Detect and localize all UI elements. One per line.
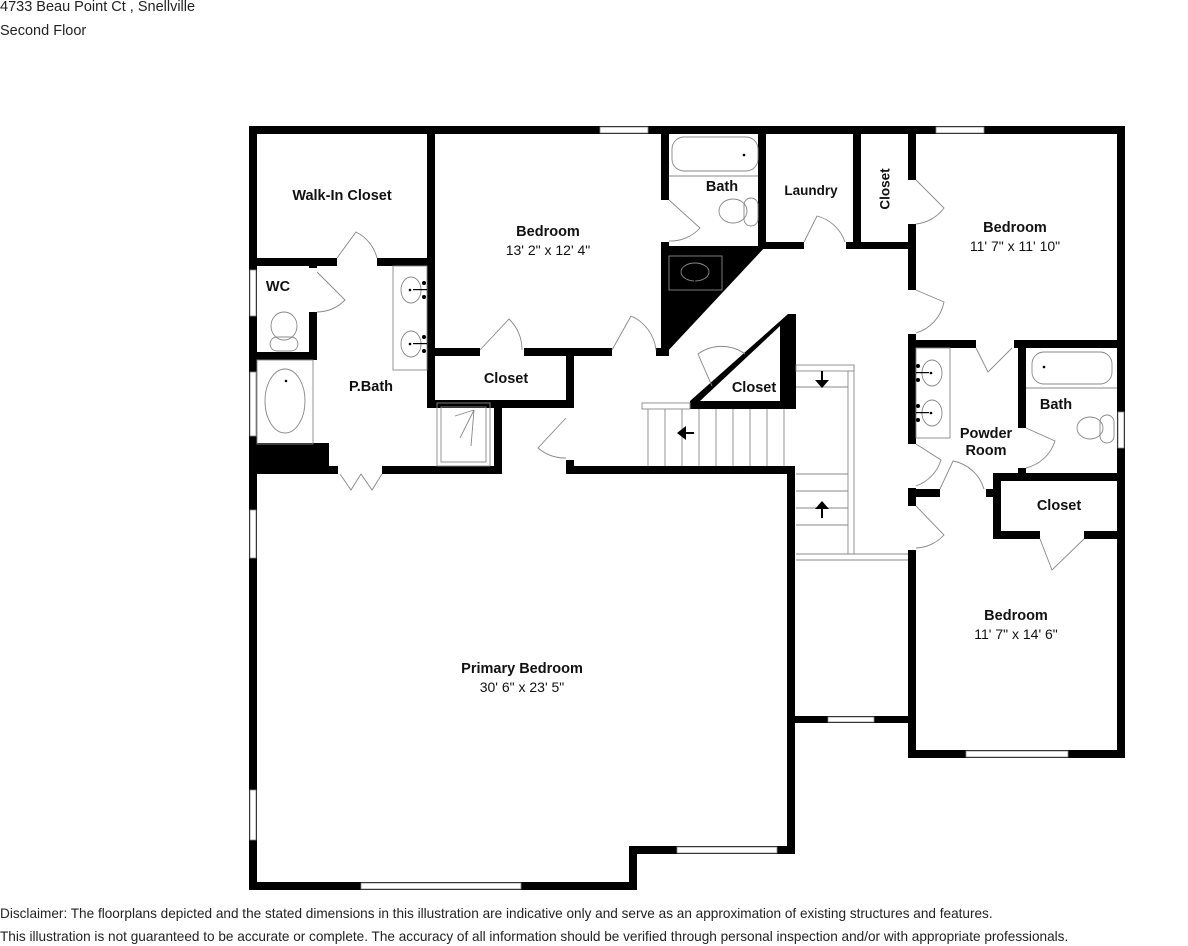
toilet-icon [1076, 416, 1104, 440]
bathtub-icon [264, 368, 306, 434]
room-label-closet-vertical: Closet [877, 168, 893, 210]
windows [249, 126, 1125, 890]
toilet-icon [270, 311, 298, 341]
room-label-wc: WC [265, 279, 291, 295]
room-label-bedroom-3: Bedroom [983, 220, 1047, 236]
room-label-bath-right: Bath [1039, 397, 1073, 413]
room-label-closet-hall: Closet [483, 371, 529, 387]
door-openings [309, 180, 1084, 550]
arrow-down-icon [815, 371, 829, 388]
room-label-closet-triangle: Closet [731, 380, 777, 396]
room-label-powder-room-line2: Room [965, 443, 1007, 459]
shower-icon [440, 406, 487, 463]
arrow-up-icon [815, 501, 829, 518]
fixture-details [284, 153, 1046, 422]
room-dims-primary-bedroom: 30' 6" x 23' 5" [479, 679, 565, 695]
fixtures [256, 136, 1117, 467]
address-title: 4733 Beau Point Ct , Snellville [0, 0, 196, 15]
disclaimer-line-1: Disclaimer: The floorplans depicted and … [0, 906, 993, 921]
room-label-p-bath: P.Bath [348, 379, 394, 395]
room-label-powder-room-line1: Powder [959, 426, 1013, 442]
arrow-left-icon [677, 426, 694, 440]
stair-arrows [677, 371, 829, 518]
room-label-bedroom-4: Bedroom [984, 608, 1048, 624]
room-label-primary-bedroom: Primary Bedroom [461, 661, 583, 677]
disclaimer-line-2: This illustration is not guaranteed to b… [0, 929, 1069, 944]
toilet-icon [718, 198, 748, 224]
room-label-laundry: Laundry [784, 183, 838, 198]
room-dims-bedroom-4: 11' 7" x 14' 6" [974, 626, 1058, 642]
room-label-bedroom-2: Bedroom [516, 224, 580, 240]
bathtub-icon [1031, 351, 1113, 385]
room-label-walk-in-closet: Walk-In Closet [292, 188, 392, 204]
door-swings [316, 179, 1085, 571]
room-dims-bedroom-2: 13' 2" x 12' 4" [505, 242, 591, 258]
room-label-closet-right: Closet [1036, 498, 1082, 514]
room-label-bath-upper: Bath [705, 179, 739, 195]
floor-label: Second Floor [0, 23, 87, 39]
room-dims-bedroom-3: 11' 7" x 11' 10" [969, 238, 1061, 254]
bathtub-icon [671, 136, 759, 172]
